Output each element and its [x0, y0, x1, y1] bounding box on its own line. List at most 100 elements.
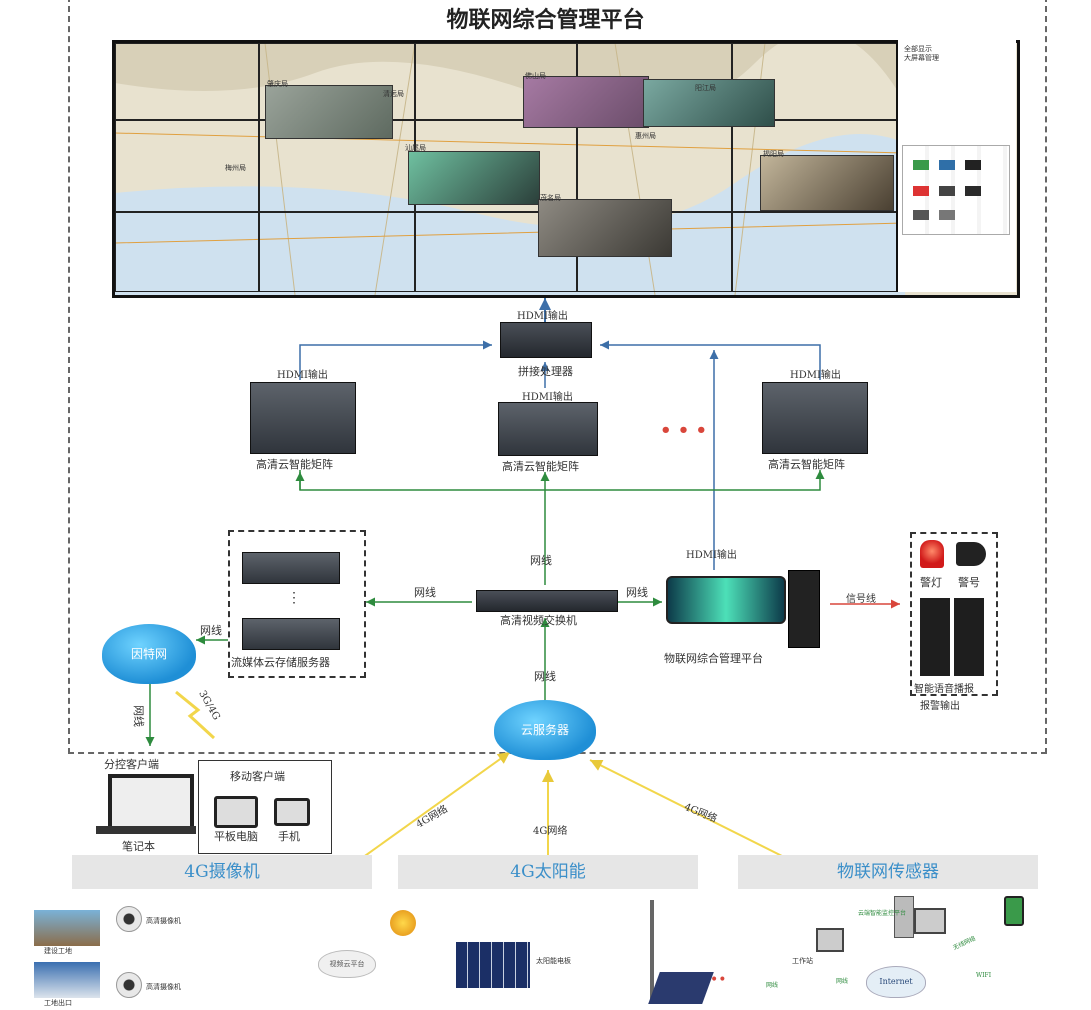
site-label: 建设工地 [44, 947, 72, 955]
dots: •• [710, 972, 727, 988]
switch-label: 高清视频交换机 [500, 614, 577, 627]
alarm-light-icon [920, 540, 944, 568]
site-photo [34, 962, 100, 998]
arrow-left-matrix [299, 340, 492, 380]
matrix-label: 高清云智能矩阵 [502, 460, 579, 473]
monitor-icon [914, 908, 946, 934]
camera-feed [523, 76, 649, 128]
camera-icon [116, 972, 142, 998]
wall-side-panel: 全部显示 大屏幕管理 [896, 40, 1016, 292]
map-label: 梅州局 [225, 164, 246, 172]
sun-icon [390, 910, 416, 936]
speaker-icon [920, 598, 950, 676]
side-panel-item[interactable]: 全部显示 [904, 45, 932, 53]
camera-label: 高清摄像机 [146, 917, 181, 925]
solar-label: 太阳能电板 [536, 957, 571, 965]
sub-client-label: 分控客户端 [104, 758, 159, 771]
net4g-label: 4G网络 [533, 826, 568, 837]
platform-small-label: 云端智能监控平台 [858, 910, 907, 917]
net-label: 网线 [530, 554, 552, 567]
section-4g-solar: 4G太阳能 [398, 855, 698, 889]
map-label: 惠州局 [635, 132, 656, 140]
alarm-horn-label: 警号 [958, 576, 980, 589]
matrix-left [250, 382, 356, 454]
solar-panel [456, 942, 530, 988]
alarm-group [910, 532, 998, 696]
wind-turbine-icon [650, 900, 654, 1000]
pc-tower [788, 570, 820, 648]
internet-small-cloud: Internet [866, 966, 926, 998]
laptop-label: 笔记本 [122, 840, 155, 853]
signal-label: 信号线 [846, 594, 876, 605]
wall-cell [115, 212, 259, 292]
phone-icon [274, 798, 310, 826]
section-4g-camera: 4G摄像机 [72, 855, 372, 889]
lightning-icon [175, 690, 216, 740]
net-label: 网线 [534, 670, 556, 683]
map-label: 揭阳局 [763, 150, 784, 158]
workstation-icon [816, 928, 844, 952]
hdmi-label: HDMI输出 [522, 392, 573, 403]
map-label: 汕尾局 [405, 144, 426, 152]
monitor-screen [666, 576, 786, 624]
camera-icon [116, 906, 142, 932]
wall-cell [115, 120, 259, 212]
internet-cloud: 因特网 [102, 624, 196, 684]
arrow-right-matrix [600, 340, 821, 380]
matrix-mid [498, 402, 598, 456]
net-label: 网线 [200, 624, 222, 637]
alarm-light-label: 警灯 [920, 576, 942, 589]
matrix-label: 高清云智能矩阵 [768, 458, 845, 471]
map-label: 佛山局 [525, 72, 546, 80]
wall-cell [259, 212, 415, 292]
camera-feed [760, 155, 894, 211]
map-label: 阳江局 [695, 84, 716, 92]
site-label: 工地出口 [44, 999, 72, 1007]
mobile-client-label: 移动客户端 [230, 770, 285, 783]
hdmi-label: HDMI输出 [517, 311, 568, 322]
net-label: 网线 [132, 705, 145, 727]
section-iot-sensor: 物联网传感器 [738, 855, 1038, 889]
wall-cell [115, 43, 259, 120]
storage-server [242, 552, 340, 584]
hdmi-label: HDMI输出 [686, 550, 737, 561]
tablet-label: 平板电脑 [214, 830, 258, 843]
ellipsis: • • • [660, 420, 708, 441]
cloud-server: 云服务器 [494, 700, 596, 760]
camera-feed [643, 79, 775, 127]
storage-server [242, 618, 340, 650]
site-photo [34, 910, 100, 946]
matrix-right [762, 382, 868, 454]
wifi-label: WIFI [976, 972, 992, 979]
laptop-base [96, 826, 196, 834]
alarm-horn-icon [956, 542, 986, 566]
storage-ellipsis: ⋮ [287, 590, 301, 606]
tablet-icon [214, 796, 258, 828]
camera-feed [408, 151, 540, 205]
hdmi-label: HDMI输出 [277, 370, 328, 381]
device-thumbnail-grid [902, 145, 1010, 235]
arrow-4g-sensor [589, 759, 787, 859]
map-label: 茂名局 [540, 194, 561, 202]
video-switch [476, 590, 618, 612]
arrow-4g-camera [361, 751, 511, 859]
storage-label: 流媒体云存储服务器 [231, 656, 330, 669]
speaker-label: 智能语音播报 [914, 684, 974, 695]
side-panel-item[interactable]: 大屏幕管理 [904, 54, 939, 62]
camera-feed [265, 85, 393, 139]
storage-group [228, 530, 366, 678]
phone-icon [1004, 896, 1024, 926]
camera-feed [538, 199, 672, 257]
map-label: 清远局 [383, 90, 404, 98]
page-title: 物联网综合管理平台 [446, 7, 645, 33]
net-small-label: 网线 [836, 978, 849, 985]
splice-label: 拼接处理器 [518, 365, 573, 378]
net-label: 网线 [414, 586, 436, 599]
video-cloud-icon: 视频云平台 [318, 950, 376, 978]
phone-label: 手机 [278, 830, 300, 843]
camera-label: 高清摄像机 [146, 983, 181, 991]
server-icon [894, 896, 914, 938]
laptop-icon [108, 774, 194, 830]
splice-processor [500, 322, 592, 358]
